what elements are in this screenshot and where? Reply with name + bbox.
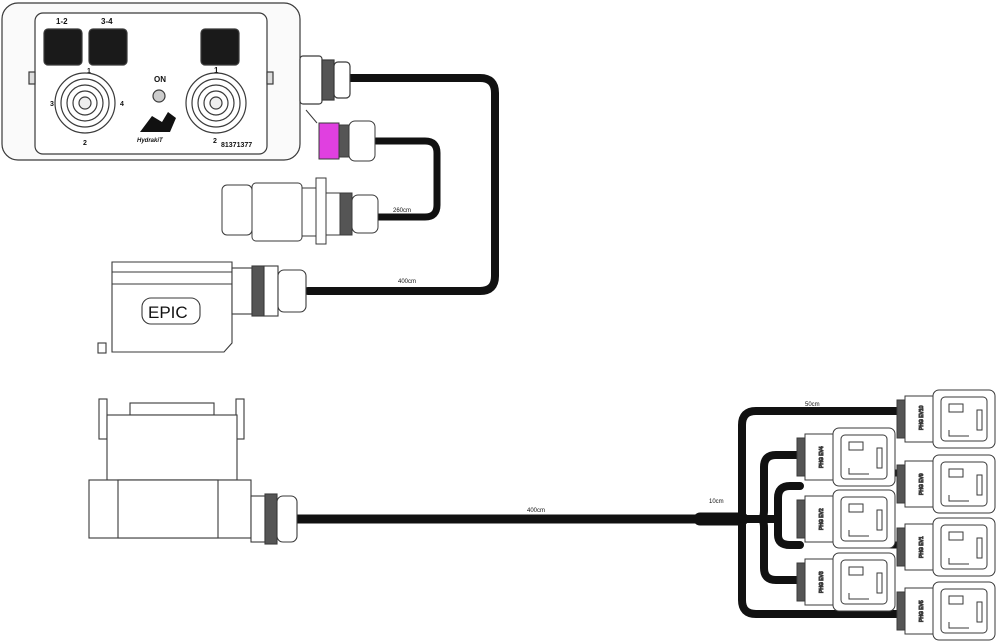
valve-nut (896, 527, 906, 567)
round-plug (221, 177, 379, 245)
valve-label: PHG EV5 (919, 600, 925, 622)
epic-label: EPIC (148, 303, 188, 322)
valve-plug (904, 523, 934, 571)
label-sw-1: 1 (214, 66, 219, 75)
cable-10-label: 10cm (709, 499, 724, 505)
valve-connector: PHG EV2 (796, 489, 896, 549)
valve-plug (804, 558, 834, 606)
cable-branch-ev5 (738, 515, 902, 618)
valve-nut (796, 499, 806, 539)
label-sw-34: 3-4 (101, 17, 113, 26)
valve-label: PHG EV9 (919, 473, 925, 495)
cable-50-label: 50cm (805, 402, 820, 408)
valve-connector: PHG EV10 (896, 389, 996, 449)
valve-label: PHG EV1 (919, 536, 925, 558)
valve-connector: PHG EV1 (896, 517, 996, 577)
label-joy-left-bottom: 2 (83, 140, 87, 147)
cable-260-label: 260cm (393, 208, 411, 214)
label-joy-left-right: 4 (120, 101, 124, 108)
valve-connector: PHG EV5 (896, 581, 996, 641)
part-number: 81371377 (221, 142, 252, 149)
cable-400-top (304, 74, 499, 295)
on-indicator (152, 89, 166, 103)
valve-label: PHG EV2 (819, 508, 825, 530)
side-latch-left (28, 71, 36, 85)
box-gland-top (299, 55, 323, 105)
side-latch-right (266, 71, 274, 85)
label-joy-left-top: 1 (87, 68, 91, 75)
valve-connector: PHG EV4 (796, 427, 896, 487)
switch-1 (200, 28, 240, 66)
valve-nut (896, 591, 906, 631)
label-joy-right-bottom: 2 (213, 138, 217, 145)
valve-label: PHG EV4 (819, 446, 825, 468)
valve-nut (896, 464, 906, 504)
pink-connector (318, 120, 376, 162)
brand-logo (140, 112, 176, 132)
control-box (1, 2, 351, 161)
label-sw-12: 1-2 (56, 17, 68, 26)
valve-plug (804, 433, 834, 481)
cable-400-bottom-label: 400cm (527, 508, 545, 514)
cable-50-branch (738, 407, 902, 523)
cable-260 (372, 137, 441, 221)
cable-branch-ev3 (738, 515, 804, 584)
valve-nut (796, 437, 806, 477)
brand-name: HydrakiT (137, 138, 164, 144)
heavy-connector-bottom (88, 398, 298, 545)
valve-nut (896, 399, 906, 439)
valve-connector: PHG EV9 (896, 454, 996, 514)
epic-badge (141, 297, 201, 325)
valve-connector: PHG EV3 (796, 552, 896, 612)
valve-label: PHG EV3 (819, 571, 825, 593)
valve-plug (804, 495, 834, 543)
label-joy-left-left: 3 (50, 101, 54, 108)
cable-400-top-label: 400cm (398, 279, 416, 285)
cable-branch-ev2 (738, 482, 804, 523)
epic-connector-top (97, 261, 307, 354)
valve-label: PHG EV10 (919, 405, 925, 430)
valve-nut (796, 562, 806, 602)
pink-plug (318, 122, 340, 160)
cable-branch-ev2b (774, 515, 804, 549)
label-on: ON (154, 75, 166, 84)
switch-12 (43, 28, 83, 66)
switch-34 (88, 28, 128, 66)
